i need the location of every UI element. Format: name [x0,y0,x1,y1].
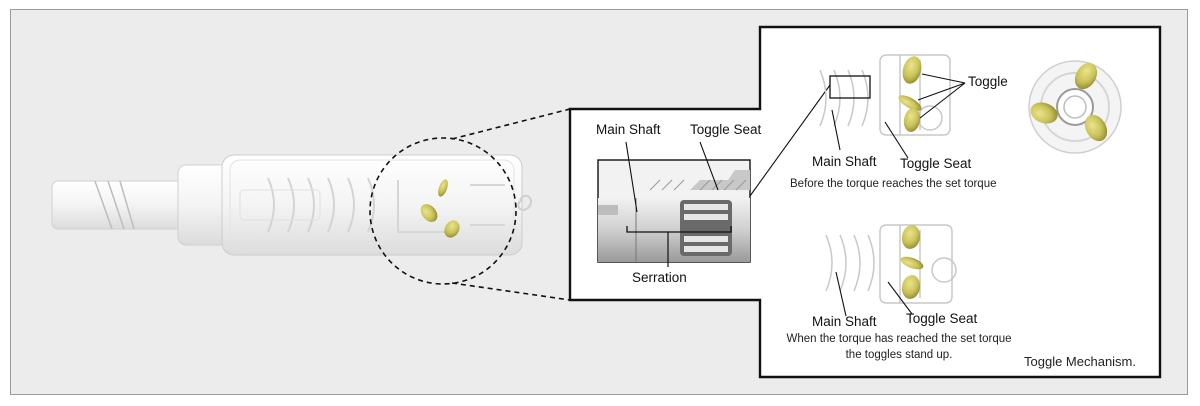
before-toggle-seat-label: Toggle Seat [900,156,972,171]
before-toggle-label: Toggle [968,74,1008,89]
detail-toggle-seat-label: Toggle Seat [690,122,762,137]
detail-main-shaft-label: Main Shaft [596,122,661,137]
before-state-illustration [819,54,966,159]
after-caption-line1: When the torque has reached the set torq… [786,333,1012,345]
after-state-illustration [825,224,957,317]
detail-panel [568,25,1162,379]
after-main-shaft-label: Main Shaft [812,314,877,329]
screwdriver-illustration [51,154,532,256]
cross-section-detail [597,84,831,267]
zoom-lead-top [451,108,571,140]
toggle-end-view [1028,60,1122,154]
before-caption: Before the torque reaches the set torque [790,178,997,190]
before-main-shaft-label: Main Shaft [812,154,877,169]
detail-serration-label: Serration [632,270,687,285]
after-caption-line2: the toggles stand up. [845,349,953,361]
zoom-circle [369,137,517,285]
zoom-lead-bottom [451,282,571,301]
panel-title: Toggle Mechanism. [1024,354,1136,369]
after-toggle-seat-label: Toggle Seat [906,311,978,326]
